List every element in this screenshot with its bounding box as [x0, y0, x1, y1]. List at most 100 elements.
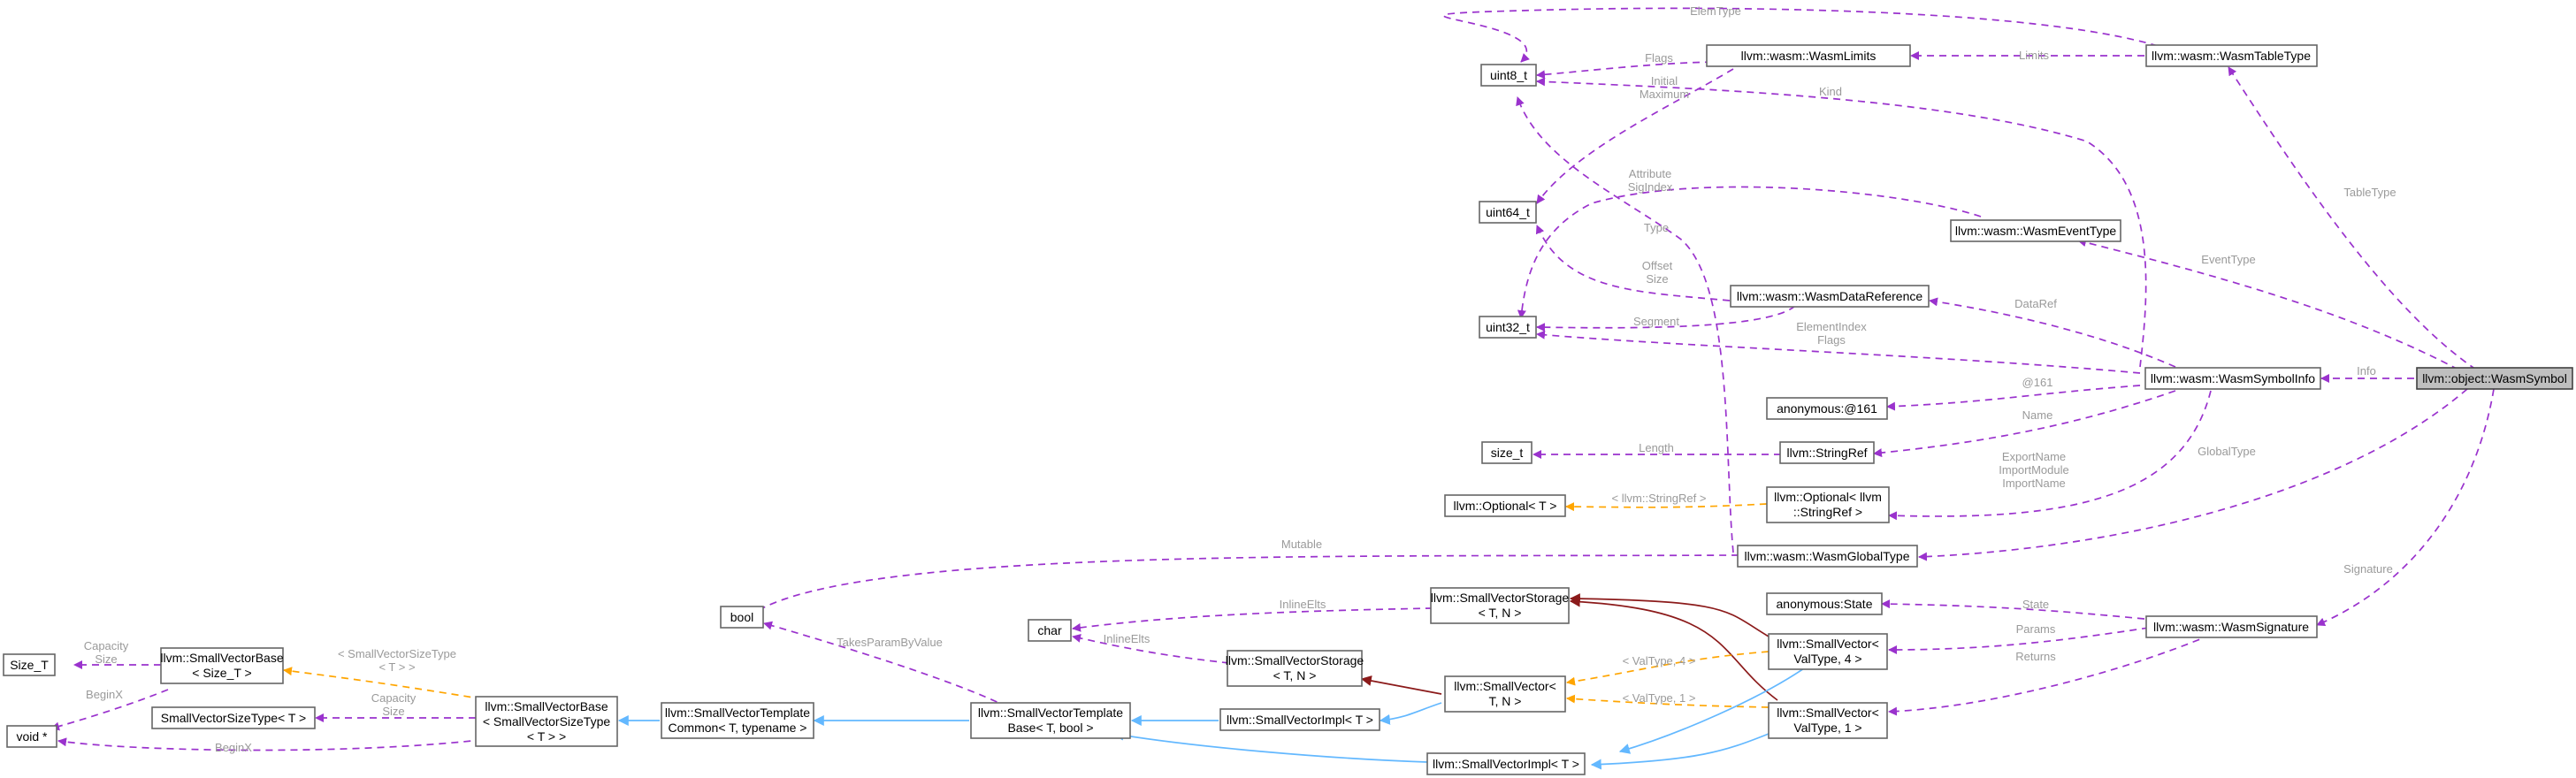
node-uint64[interactable]: uint64_t — [1479, 201, 1537, 224]
node-small-vector-storage[interactable]: llvm::SmallVectorStorage < T, N > — [1430, 587, 1570, 624]
edge-elementindex-flags — [1536, 330, 2141, 374]
svg-text:uint8_t: uint8_t — [1490, 68, 1527, 82]
edge-optional-template — [1565, 502, 1768, 512]
node-size-t-template[interactable]: Size_T — [3, 653, 56, 676]
node-small-vector-size-type[interactable]: SmallVectorSizeType< T > — [151, 706, 316, 729]
svg-text:llvm::SmallVectorBase: llvm::SmallVectorBase — [160, 651, 283, 665]
label-globaltype: GlobalType — [2198, 445, 2256, 458]
label-eventtype: EventType — [2201, 253, 2255, 266]
svg-text:llvm::wasm::WasmDataReference: llvm::wasm::WasmDataReference — [1737, 289, 1923, 303]
node-small-vector-valtype-1[interactable]: llvm::SmallVector< ValType, 1 > — [1768, 702, 1888, 739]
label-size-2: Size — [382, 705, 404, 718]
edge-signature — [2316, 388, 2495, 627]
node-void-ptr[interactable]: void * — [6, 725, 57, 748]
label-type: Type — [1644, 221, 1669, 234]
node-small-vector-template-common[interactable]: llvm::SmallVectorTemplate Common< T, typ… — [661, 702, 814, 739]
edge-globaltype — [1918, 388, 2468, 561]
label-signature: Signature — [2343, 562, 2393, 576]
svg-text:< T, N >: < T, N > — [1479, 606, 1522, 620]
label-beginx-1: BeginX — [86, 688, 123, 701]
label-sigindex: SigIndex — [1628, 180, 1673, 194]
node-small-vector-valtype-4[interactable]: llvm::SmallVector< ValType, 4 > — [1768, 633, 1888, 670]
label-elementindex: ElementIndex — [1796, 320, 1867, 333]
label-capacity-1: Capacity — [84, 639, 129, 652]
node-small-vector-impl[interactable]: llvm::SmallVectorImpl< T > — [1219, 708, 1380, 731]
node-small-vector-t-n[interactable]: llvm::SmallVector< T, N > — [1444, 675, 1566, 713]
svg-text:llvm::wasm::WasmEventType: llvm::wasm::WasmEventType — [1955, 224, 2117, 238]
edge-params — [1888, 627, 2150, 654]
label-importname: ImportName — [2002, 477, 2066, 490]
edge-storage-1 — [1569, 596, 1778, 701]
svg-text:char: char — [1037, 623, 1062, 637]
label-returns: Returns — [2015, 650, 2056, 663]
node-string-ref[interactable]: llvm::StringRef — [1779, 441, 1875, 464]
label-importmodule: ImportModule — [1999, 463, 2068, 477]
node-small-vector-impl-2[interactable]: llvm::SmallVectorImpl< T > — [1426, 752, 1586, 775]
label-info: Info — [2357, 364, 2376, 378]
label-segment: Segment — [1633, 315, 1679, 328]
svg-text:llvm::SmallVectorBase: llvm::SmallVectorBase — [485, 699, 608, 713]
label-name: Name — [2022, 408, 2053, 422]
node-char[interactable]: char — [1028, 619, 1072, 642]
edge-storage-4 — [1569, 593, 1770, 637]
node-wasm-limits[interactable]: llvm::wasm::WasmLimits — [1706, 44, 1911, 67]
svg-text:llvm::SmallVectorTemplate: llvm::SmallVectorTemplate — [665, 706, 810, 720]
edge-tn-impl — [1379, 702, 1442, 725]
node-small-vector-base-size-t[interactable]: llvm::SmallVectorBase < Size_T > — [160, 647, 284, 684]
node-uint32[interactable]: uint32_t — [1479, 316, 1537, 339]
node-bool[interactable]: bool — [720, 606, 764, 629]
edge-valtype1-template — [1566, 694, 1770, 708]
edge-offset-size — [1535, 225, 1731, 301]
svg-text:llvm::SmallVectorStorage: llvm::SmallVectorStorage — [1431, 591, 1570, 605]
svg-text:llvm::SmallVectorImpl< T >: llvm::SmallVectorImpl< T > — [1433, 757, 1579, 771]
label-size: Size — [1646, 272, 1668, 286]
node-uint8[interactable]: uint8_t — [1480, 64, 1537, 87]
node-wasm-signature[interactable]: llvm::wasm::WasmSignature — [2145, 615, 2318, 638]
label-optional-stringref-arg: < llvm::StringRef > — [1612, 492, 1707, 505]
edge-dataref — [1929, 297, 2176, 368]
edge-beginx-2 — [57, 737, 496, 751]
edge-impl2-templatebase — [1112, 729, 1428, 763]
node-wasm-symbol[interactable]: llvm::object::WasmSymbol — [2416, 367, 2573, 390]
edge-inlineelts-2 — [1072, 633, 1230, 664]
node-wasm-event-type[interactable]: llvm::wasm::WasmEventType — [1950, 219, 2121, 242]
svg-text:llvm::Optional< T >: llvm::Optional< T > — [1454, 499, 1557, 513]
svg-text:llvm::SmallVector<: llvm::SmallVector< — [1454, 679, 1556, 693]
edge-name — [1873, 390, 2176, 458]
nodes: uint8_t llvm::wasm::WasmLimits llvm::was… — [3, 44, 2573, 775]
node-wasm-global-type[interactable]: llvm::wasm::WasmGlobalType — [1737, 545, 1918, 568]
svg-text:::StringRef >: ::StringRef > — [1793, 505, 1862, 519]
svg-text:anonymous:@161: anonymous:@161 — [1777, 401, 1877, 416]
edge-valtype4-impl — [1618, 667, 1805, 754]
edge-state — [1881, 599, 2145, 620]
svg-text:llvm::SmallVector<: llvm::SmallVector< — [1777, 637, 1879, 651]
label-takesparambyvalue: TakesParamByValue — [837, 636, 943, 649]
node-size-t[interactable]: size_t — [1481, 441, 1533, 464]
svg-text:Base< T, bool >: Base< T, bool > — [1007, 721, 1093, 735]
label-length: Length — [1639, 441, 1674, 454]
node-anonymous-161[interactable]: anonymous:@161 — [1766, 397, 1888, 420]
label-limits: Limits — [2019, 49, 2049, 62]
svg-text:anonymous:State: anonymous:State — [1777, 597, 1873, 611]
node-anonymous-state[interactable]: anonymous:State — [1766, 592, 1883, 615]
node-wasm-data-reference[interactable]: llvm::wasm::WasmDataReference — [1730, 285, 1930, 308]
svg-text:llvm::SmallVectorTemplate: llvm::SmallVectorTemplate — [978, 706, 1123, 720]
node-small-vector-base-sizetype[interactable]: llvm::SmallVectorBase < SmallVectorSizeT… — [475, 696, 618, 747]
node-small-vector-storage-2[interactable]: llvm::SmallVectorStorage < T, N > — [1226, 650, 1364, 687]
label-exportname: ExportName — [2002, 450, 2066, 463]
node-optional-string-ref[interactable]: llvm::Optional< llvm ::StringRef > — [1766, 486, 1890, 523]
label-beginx-2: BeginX — [215, 741, 252, 754]
node-wasm-table-type[interactable]: llvm::wasm::WasmTableType — [2145, 44, 2318, 67]
svg-text:< T > >: < T > > — [527, 729, 566, 744]
edge-segment — [1536, 305, 1796, 332]
svg-text:ValType, 4 >: ValType, 4 > — [1793, 652, 1861, 666]
svg-text:llvm::SmallVector<: llvm::SmallVector< — [1777, 706, 1879, 720]
node-wasm-symbol-info[interactable]: llvm::wasm::WasmSymbolInfo — [2144, 367, 2321, 390]
svg-text:T, N >: T, N > — [1489, 694, 1522, 708]
node-small-vector-template-base[interactable]: llvm::SmallVectorTemplate Base< T, bool … — [970, 702, 1131, 739]
svg-text:size_t: size_t — [1491, 446, 1524, 460]
node-optional-t[interactable]: llvm::Optional< T > — [1444, 494, 1566, 517]
edge-type — [1516, 96, 1734, 553]
svg-text:< SmallVectorSizeType: < SmallVectorSizeType — [483, 714, 611, 728]
